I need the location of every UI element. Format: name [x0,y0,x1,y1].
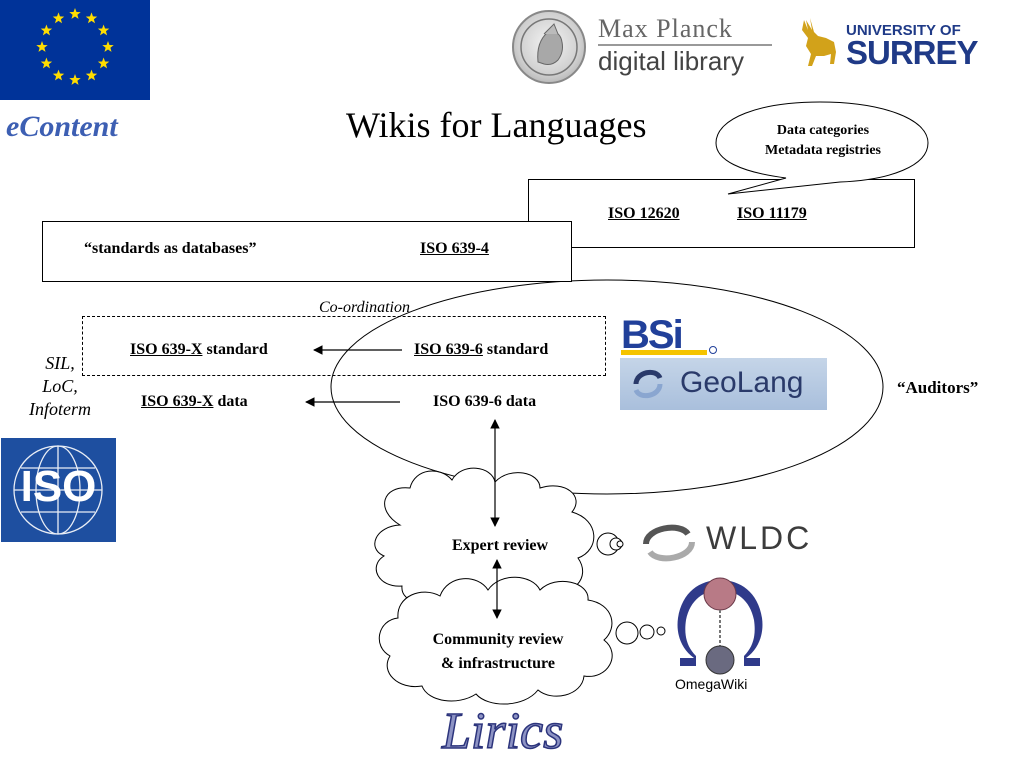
org-loc: LoC, [42,376,78,396]
wldc-wordmark: WLDC [706,520,813,556]
geolang-swirl [633,369,663,399]
callout-line2: Metadata registries [765,143,881,158]
geolang-logo [620,358,827,410]
iso-639-x-standard-link[interactable]: ISO 639-X [130,341,203,358]
max-planck-divider [598,44,772,46]
bsi-logo: BSi [621,313,717,361]
eu-star-icon [102,41,114,52]
community-review-line1: Community review [432,631,564,648]
omegawiki-wordmark: OmegaWiki [675,676,748,692]
auditors-label: “Auditors” [897,378,979,397]
expert-review-cloud [374,467,595,608]
orgs-list: SIL, LoC, Infoterm [10,352,110,421]
iso-globe-icon [13,445,103,535]
lirics-logo: Lirics [441,702,564,761]
eu-flag-logo [0,0,150,100]
slide-title: Wikis for Languages [346,105,647,145]
eu-star-icon [69,74,81,85]
iso-12620-11179-box [528,179,915,248]
iso-wordmark: ISO [20,462,97,511]
iso-639-x-data-link[interactable]: ISO 639-X [141,393,214,410]
surrey-university-of: UNIVERSITY OF [846,22,961,39]
org-sil: SIL, [45,353,75,373]
standards-as-databases-box [42,221,572,282]
auditors-ellipse [330,279,884,495]
thought-bubble [615,621,639,645]
eu-star-icon [40,24,53,36]
digital-library-text: digital library [598,46,744,76]
iso-639-6-standard: ISO 639-6 standard [414,341,548,359]
community-review-label: Community review & infrastructure [405,628,591,676]
coordination-box [82,316,606,376]
thought-bubble [639,624,655,640]
svg-text:BSi: BSi [621,314,682,356]
stag-icon [796,16,842,72]
wldc-swirl-icon [640,520,698,566]
geolang-globe-icon [628,364,668,404]
omegawiki-logo [674,572,766,688]
iso-639-x-data: ISO 639-X data [141,393,248,411]
eu-star-icon [52,69,65,81]
eu-star-icon [69,8,81,19]
org-infoterm: Infoterm [29,399,91,419]
econtent-logo: eContent [6,110,118,144]
expert-review-label: Expert review [451,537,549,554]
iso-639-x-standard: ISO 639-X standard [130,341,268,359]
iso-logo [1,438,116,542]
eu-star-icon [85,69,98,81]
iso-639-x-data-suffix: data [213,393,248,410]
econtent-logo-text: eContent [6,110,118,143]
iso-12620-link[interactable]: ISO 12620 [608,205,680,222]
callout-line1: Data categories [776,123,870,138]
geolang-wordmark: GeoLang [680,366,804,399]
eu-star-icon [85,12,98,24]
iso-639-6-standard-suffix: standard [482,341,549,358]
surrey-wordmark: SURREY [846,34,979,71]
stag-shape [802,18,836,66]
max-planck-title: Max Planck [598,14,733,43]
eu-star-icon [97,24,110,36]
thought-bubble [656,626,666,636]
bsi-logo-mark: BSi [621,313,717,357]
wldc-swirl [643,524,695,562]
omega-icon [677,577,763,675]
iso-639-6-data: ISO 639-6 data [433,393,537,410]
minerva-head-icon [520,18,578,76]
iso-639-x-standard-suffix: standard [202,341,268,358]
standards-as-databases-quote: “standards as databases” [84,240,257,257]
community-review-cloud [378,576,613,705]
iso-639-6-standard-link[interactable]: ISO 639-6 [414,341,483,358]
iso-639-4-link[interactable]: ISO 639-4 [420,240,489,257]
eu-star-icon [40,57,53,69]
eu-star-icon [52,12,65,24]
eu-star-icon [36,41,48,52]
thought-bubble [616,540,624,548]
iso-11179-link[interactable]: ISO 11179 [737,205,807,222]
eu-star-icon [97,57,110,69]
coordination-label: Co-ordination [319,299,410,316]
max-planck-seal-icon [512,10,586,84]
eu-stars-icon [36,8,114,85]
callout-bubble [715,101,929,195]
community-review-line2: & infrastructure [441,655,555,672]
